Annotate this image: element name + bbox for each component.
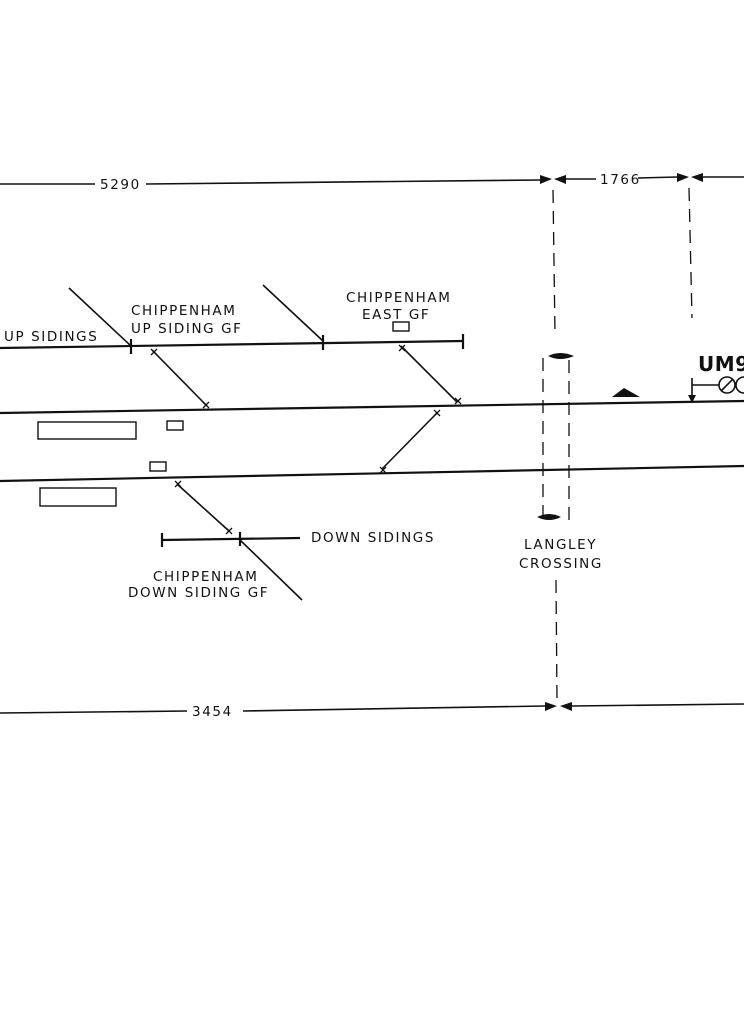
up-sidings-track [0,334,465,354]
down-sidings-track [160,532,301,547]
langley-crossing-reference-line-upper [552,189,556,336]
track-marker-icon [612,388,640,397]
down-siding-gf-lever-line [239,539,303,601]
langley-crossing-reference-line-lower [555,579,558,701]
up-sidings-label: UP SIDINGS [4,329,98,345]
east-gf-lever-line [262,284,324,342]
dimension-1766: 1766 [600,172,641,188]
down-siding-connection [174,480,233,535]
main-line-crossover [379,409,441,474]
chippenham-up-siding-gf-label-line1: CHIPPENHAM [131,303,237,319]
bottom-dimension-line [0,702,744,714]
up-platform [37,421,137,440]
up-siding-connection-1 [150,348,210,409]
signal-um9-label: UM9 [698,352,744,376]
east-gf-ground-frame-box [392,321,410,332]
langley-crossing-label-line2: CROSSING [519,556,603,572]
dimension-3454: 3454 [192,704,233,720]
dimension-5290: 5290 [100,177,141,193]
langley-crossing-label-line1: LANGLEY [524,537,597,553]
down-ground-frame-box [149,461,167,472]
chippenham-down-siding-gf-label-line2: DOWN SIDING GF [128,585,269,601]
chippenham-east-gf-label-line2: EAST GF [362,307,430,323]
chippenham-down-siding-gf-label-line1: CHIPPENHAM [153,569,259,585]
up-main-line [0,399,744,415]
down-main-line [0,464,744,483]
up-ground-frame-box [166,420,184,431]
down-platform [39,487,117,507]
down-sidings-label: DOWN SIDINGS [311,530,435,546]
up-siding-gf-lever-line [68,287,132,347]
chippenham-east-gf-label-line1: CHIPPENHAM [346,290,452,306]
up-siding-connection-2 [398,344,462,405]
um9-reference-line [688,187,693,319]
top-dimension-line [0,173,744,185]
chippenham-up-siding-gf-label-line2: UP SIDING GF [131,321,243,337]
langley-crossing-gates [537,353,574,522]
signal-um9-icon [688,376,744,403]
